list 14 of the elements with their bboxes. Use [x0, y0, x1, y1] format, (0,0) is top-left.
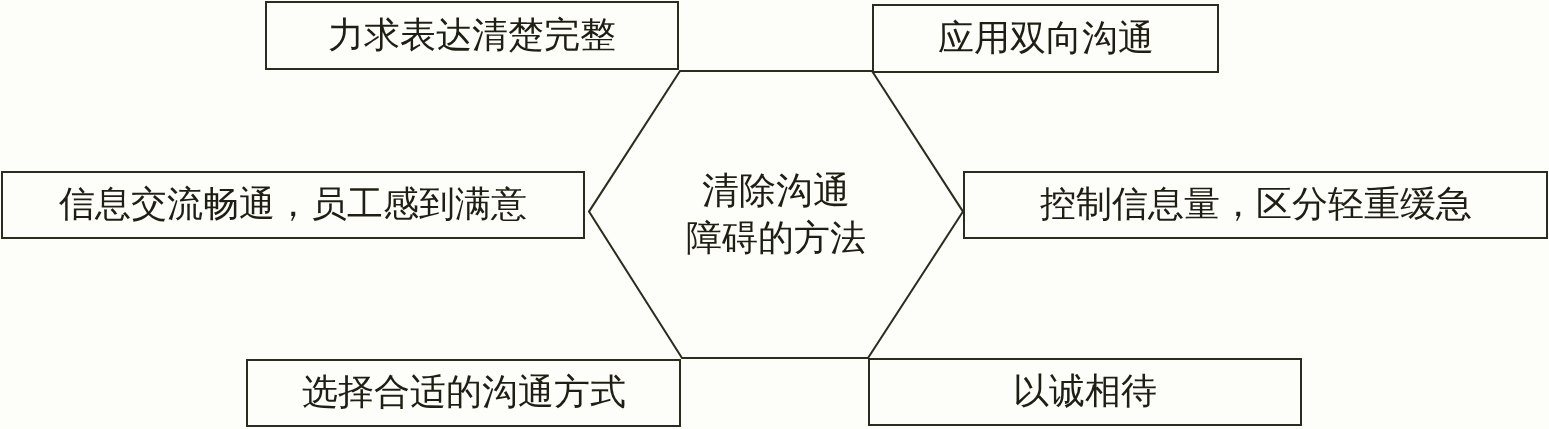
center-title: 清除沟通障碍的方法	[685, 168, 867, 261]
method-box	[868, 358, 1302, 426]
method-label: 力求表达清楚完整	[328, 13, 616, 57]
method-label: 应用双向沟通	[937, 16, 1154, 60]
method-box	[246, 359, 681, 427]
method-box	[872, 4, 1219, 73]
method-label: 信息交流畅通，员工感到满意	[59, 183, 527, 227]
method-label: 选择合适的沟通方式	[301, 371, 626, 415]
method-label: 控制信息量，区分轻重缓急	[1039, 183, 1472, 227]
method-box	[265, 1, 679, 70]
method-label: 以诚相待	[1013, 370, 1157, 414]
method-box	[1, 171, 585, 239]
method-box	[963, 171, 1548, 239]
hexagon	[588, 70, 964, 359]
